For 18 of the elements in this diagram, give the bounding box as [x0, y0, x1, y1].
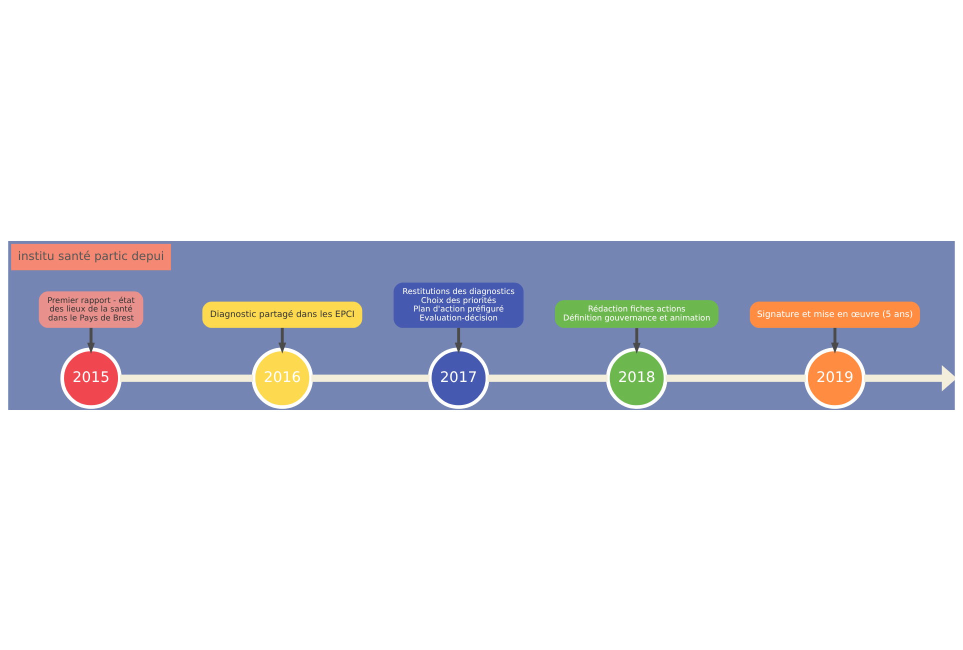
connector	[666, 374, 806, 382]
arrow	[632, 328, 641, 354]
connector	[120, 374, 254, 382]
connector	[311, 374, 430, 382]
node-circle: 2016	[252, 347, 313, 408]
arrow	[87, 327, 95, 354]
arrow	[278, 327, 286, 354]
arrow	[454, 327, 462, 354]
node-box: Diagnostic partagé dans les EPCI	[202, 301, 362, 328]
node-circle: 2017	[428, 347, 490, 408]
node-circle: 2018	[606, 347, 668, 408]
arrow	[864, 364, 955, 391]
label: institu santé partic depui	[18, 248, 164, 262]
node-circle: 2015	[60, 347, 122, 408]
arrow	[831, 327, 839, 354]
connector	[488, 374, 608, 382]
node-box: Signature et mise en œuvre (5 ans)	[750, 301, 920, 328]
node-circle: 2019	[804, 347, 866, 408]
